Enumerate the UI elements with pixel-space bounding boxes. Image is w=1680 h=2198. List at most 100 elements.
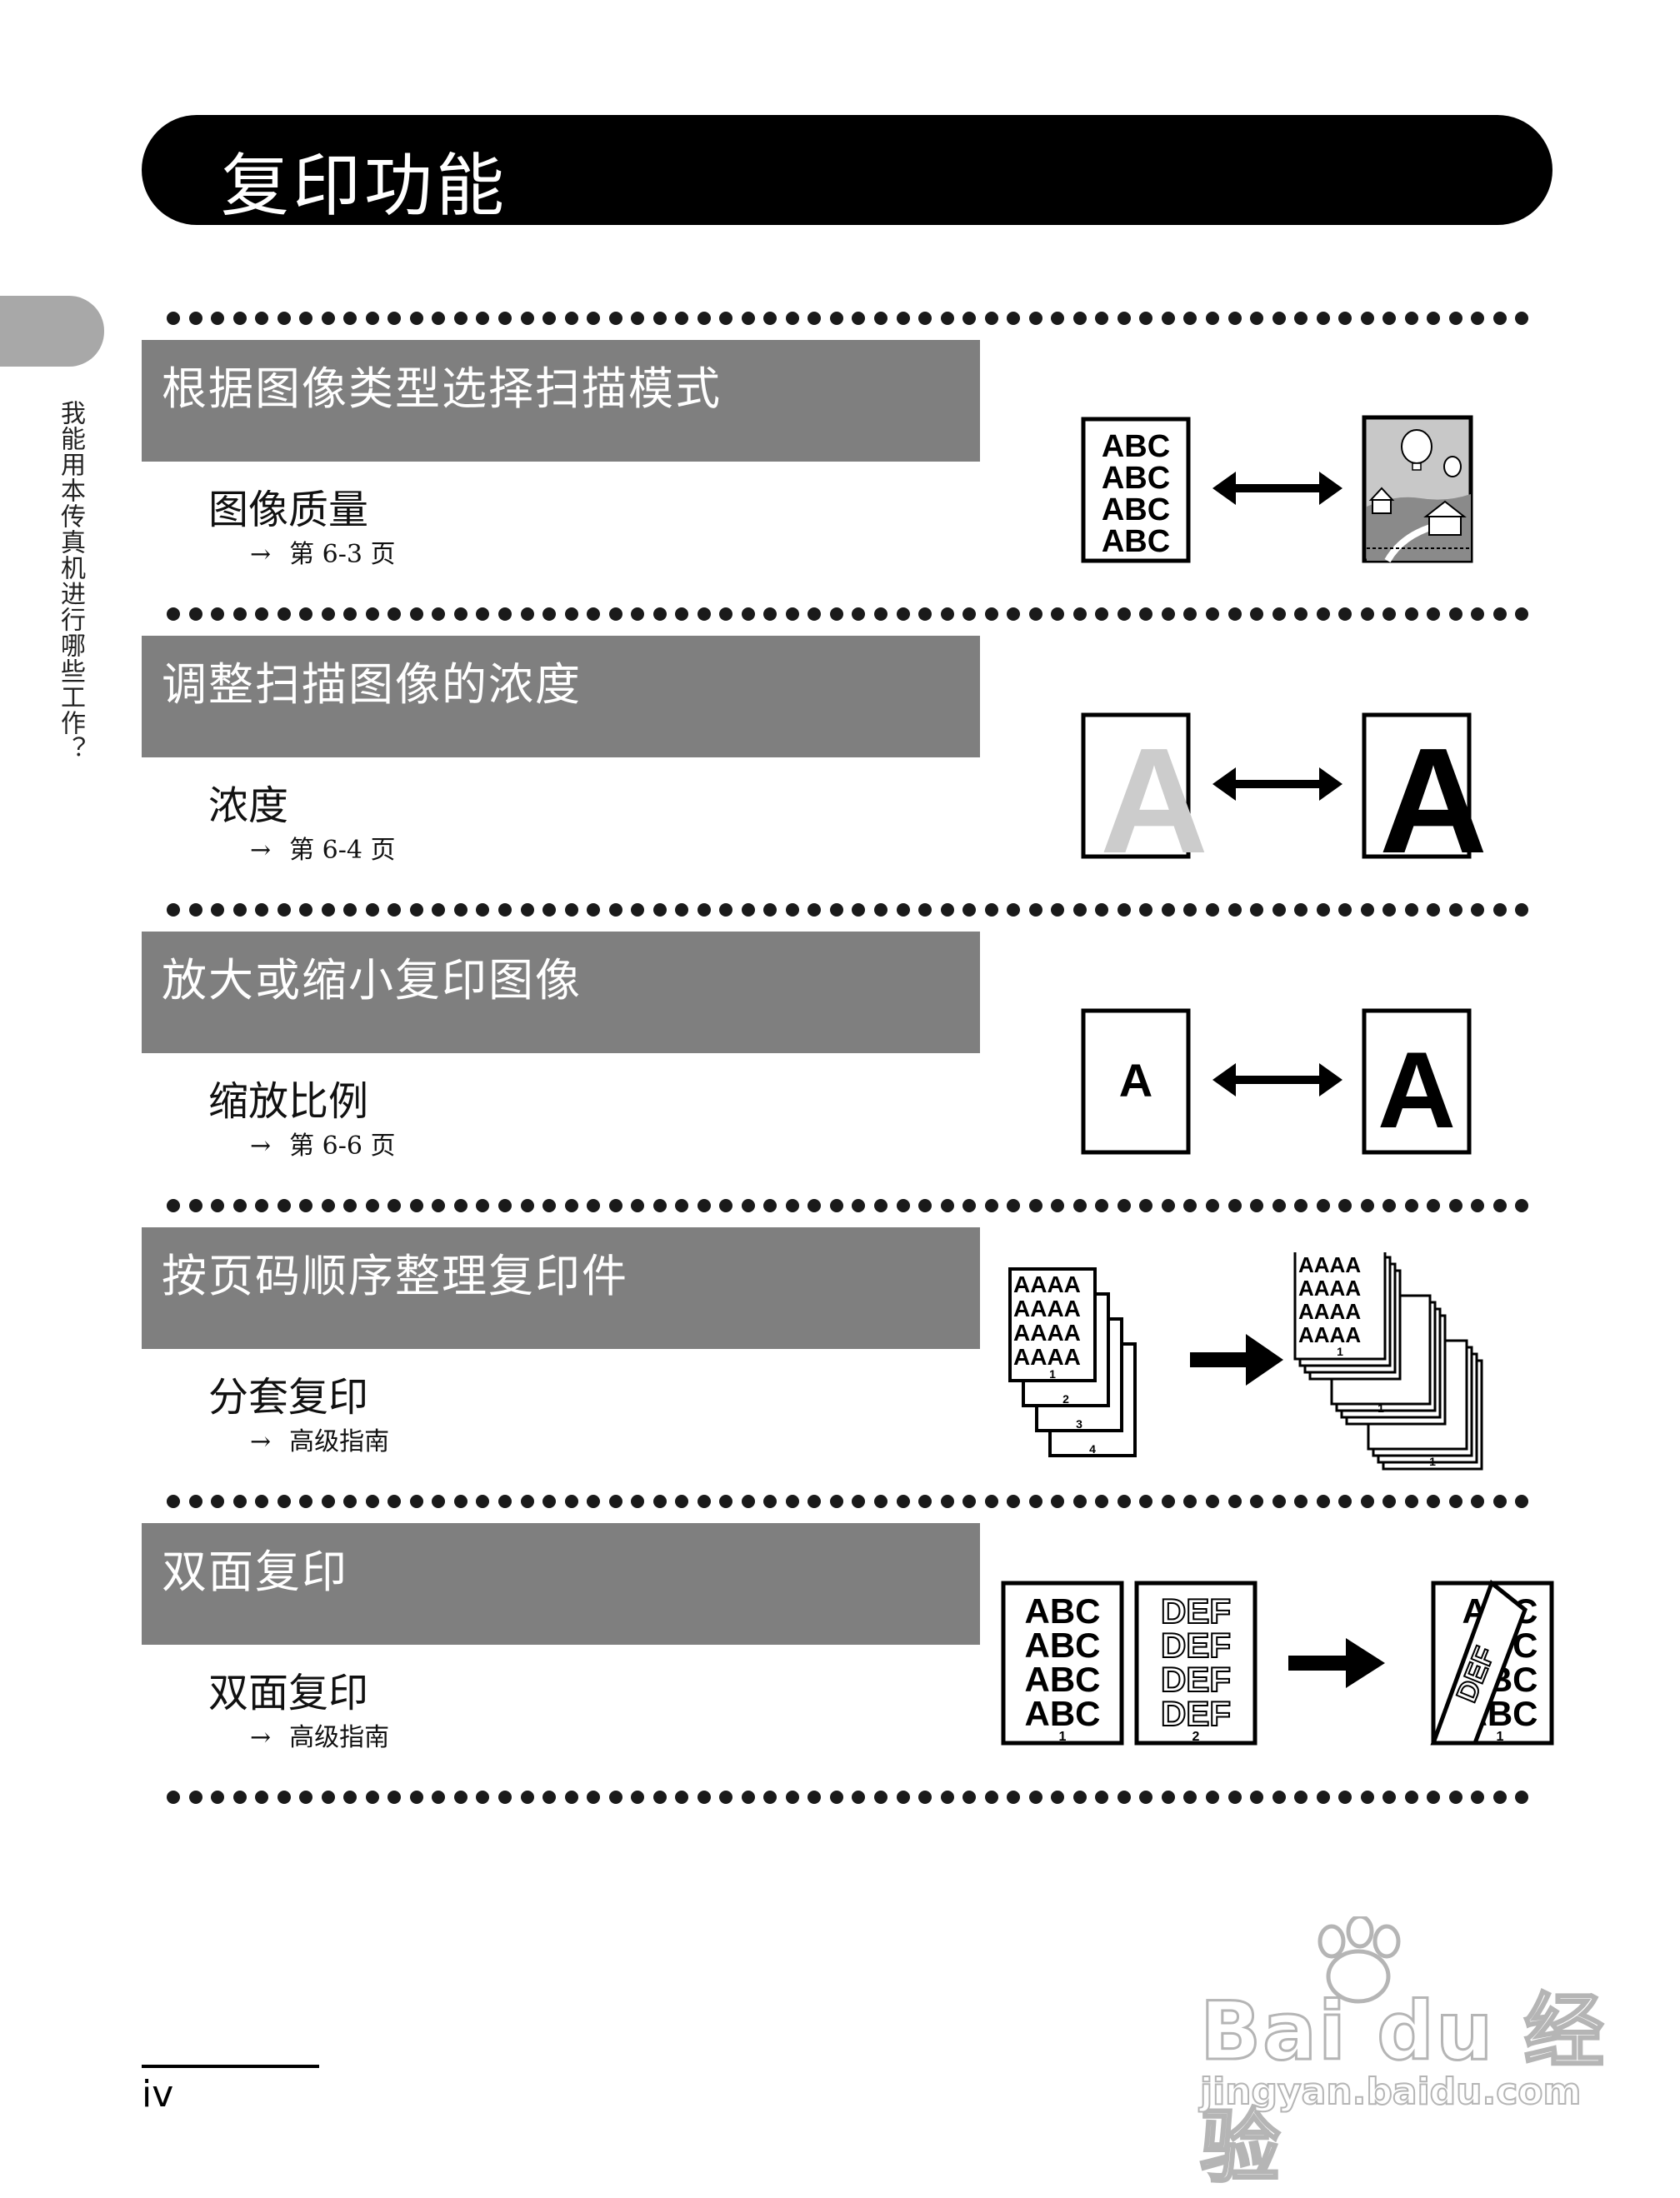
separator-dot [1360,1199,1374,1212]
separator-dot [1161,607,1175,621]
separator-dot [453,1791,468,1804]
separator-dot [498,312,512,325]
separator-dot [984,312,998,325]
separator-dot [1338,903,1352,917]
separator-dot [453,1199,468,1212]
separator-dot [829,1199,843,1212]
dotted-separator [167,903,1529,920]
section-reference[interactable]: →高级指南 [250,1421,389,1457]
double-arrow-icon [1212,767,1342,801]
separator-dot [829,1495,843,1508]
separator-dot [1139,903,1153,917]
separator-dot [940,903,954,917]
separator-dot [299,607,313,621]
sheet-text: AAAA [1013,1320,1081,1346]
separator-dot [1183,312,1198,325]
sheet-text: AAAA [1298,1252,1361,1277]
separator-dot [453,1495,468,1508]
separator-dot [1028,1791,1042,1804]
separator-dot [1515,1791,1529,1804]
separator-dot [652,312,667,325]
arrow-right-icon: → [250,1131,272,1161]
separator-dot [631,1495,645,1508]
page-number: 1 [1429,1455,1436,1468]
abc-text-line: ABC [1102,461,1170,496]
separator-dot [1382,1495,1397,1508]
separator-dot [697,1791,711,1804]
separator-dot [984,1495,998,1508]
separator-dot [564,607,578,621]
separator-dot [918,1495,932,1508]
separator-dot [232,903,247,917]
separator-dot [321,903,335,917]
separator-dot [498,1495,512,1508]
separator-dot [1515,1199,1529,1212]
separator-dot [1228,1199,1242,1212]
abc-text-line: ABC [1102,524,1170,559]
separator-dot [852,903,866,917]
arrow-right-icon [1190,1334,1283,1386]
separator-dot [1007,1791,1021,1804]
section-header: 按页码顺序整理复印件 [142,1227,980,1349]
separator-dot [675,607,689,621]
separator-dot [520,312,534,325]
separator-dot [167,1495,180,1508]
separator-dot [1250,607,1264,621]
section-reference[interactable]: →第 6-3 页 [250,533,396,570]
page-number: 1 [1049,1367,1056,1381]
separator-dot [587,312,601,325]
separator-dot [1272,312,1286,325]
section-reference[interactable]: →第 6-6 页 [250,1125,396,1161]
separator-dot [808,312,822,325]
separator-dot [896,1495,910,1508]
separator-dot [1028,607,1042,621]
separator-dot [409,1199,423,1212]
separator-dot [785,1495,799,1508]
separator-dot [1404,903,1418,917]
separator-dot [1471,1495,1485,1508]
separator-dot [1427,903,1441,917]
abc-text-line: ABC [1102,492,1170,527]
separator-dot [232,1791,247,1804]
separator-dot [896,1199,910,1212]
separator-dot [365,1791,379,1804]
separator-dot [962,903,977,917]
section-subtitle: 图像质量 [208,487,369,533]
separator-dot [697,1199,711,1212]
section-title: 双面复印 [162,1546,348,1598]
separator-dot [1515,607,1529,621]
abc-text-line: ABC [1025,1591,1101,1631]
sheet-text: AAAA [1013,1344,1081,1370]
separator-dot [1492,607,1507,621]
separator-dot [1272,1199,1286,1212]
separator-dot [498,1199,512,1212]
separator-dot [388,1495,402,1508]
separator-dot [476,312,490,325]
double-arrow-icon [1212,1063,1342,1097]
section-density: 调整扫描图像的浓度 浓度 →第 6-4 页 A A [142,636,1680,911]
separator-dot [652,1791,667,1804]
separator-dot [476,1791,490,1804]
separator-dot [277,1199,291,1212]
separator-dot [542,312,557,325]
separator-dot [785,1199,799,1212]
section-zoom: 放大或缩小复印图像 缩放比例 →第 6-6 页 A A [142,932,1680,1206]
abc-text-line: ABC [1025,1660,1101,1699]
separator-dot [520,1199,534,1212]
separator-dot [940,1791,954,1804]
separator-dot [1360,607,1374,621]
separator-dot [608,1495,622,1508]
separator-dot [1360,903,1374,917]
separator-dot [277,312,291,325]
separator-dot [1161,1199,1175,1212]
separator-dot [498,607,512,621]
section-reference[interactable]: →第 6-4 页 [250,829,396,866]
separator-dot [918,312,932,325]
separator-dot [1338,1199,1352,1212]
separator-dot [542,1791,557,1804]
abc-text-line: ABC [1025,1626,1101,1665]
section-reference[interactable]: →高级指南 [250,1716,389,1753]
separator-dot [874,607,888,621]
separator-dot [1228,903,1242,917]
separator-dot [829,1791,843,1804]
